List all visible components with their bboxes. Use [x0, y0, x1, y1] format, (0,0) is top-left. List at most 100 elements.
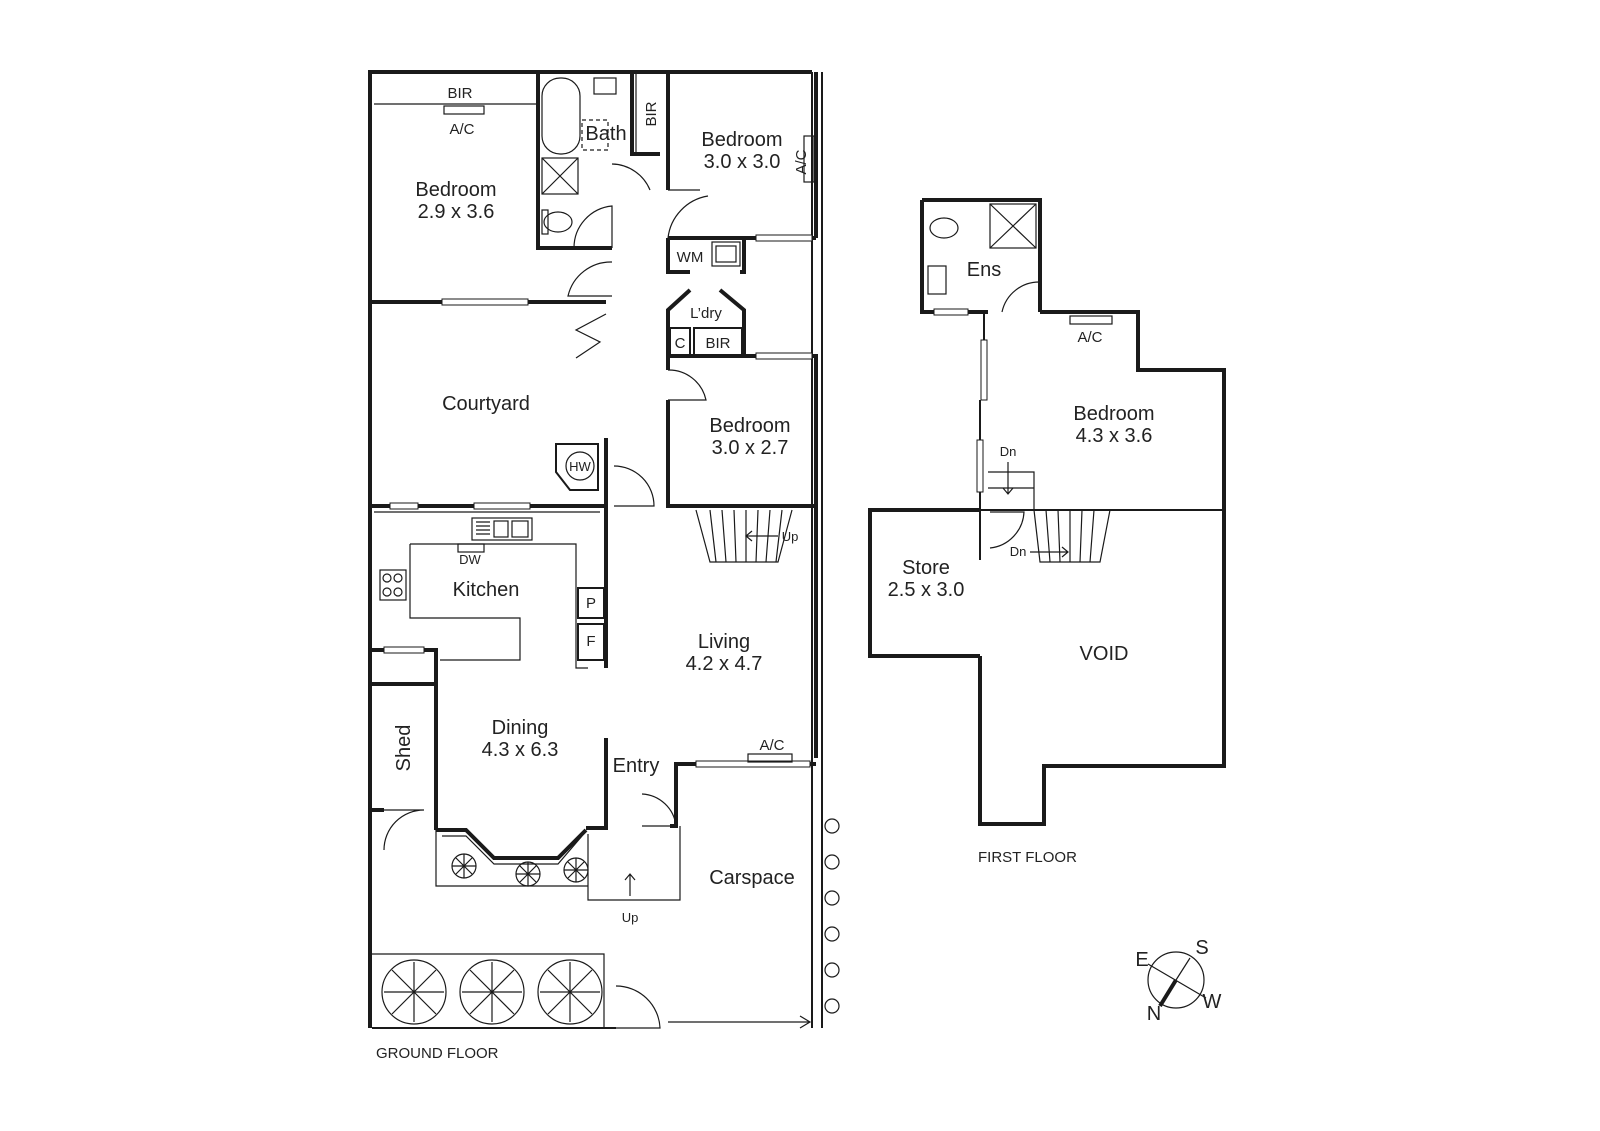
door-bed3 — [667, 369, 707, 401]
room-name-living: Living — [698, 631, 750, 653]
room-name-dining: Dining — [492, 717, 549, 739]
kitchen-sink — [471, 517, 533, 541]
room-name-bedroom2: Bedroom — [701, 129, 782, 151]
entry-up-arrow — [624, 873, 636, 896]
ensuite-basin — [927, 265, 947, 295]
ensuite-shower-cross — [989, 203, 1037, 249]
stairs-down — [1033, 509, 1111, 563]
planter-bed — [435, 830, 588, 887]
ensuite-shower — [989, 203, 1037, 249]
shed-walls — [370, 682, 436, 812]
stairs-landing — [988, 471, 1035, 510]
stairs-up-arrow — [745, 530, 778, 542]
bir-label-bed2: BIR — [643, 101, 660, 126]
room-name-ensuite: Ens — [967, 259, 1001, 281]
dining-right-wall — [586, 738, 608, 830]
compass: E S W N — [1135, 937, 1221, 1025]
planter-front — [372, 953, 605, 1028]
cupboard-c — [669, 327, 691, 357]
ac-label-bed1: A/C — [449, 121, 474, 138]
door-bath-hall — [611, 163, 651, 191]
ac-unit-bed2 — [803, 135, 815, 183]
bay-window-glass — [442, 835, 583, 865]
hw-label: HW — [569, 459, 591, 474]
ac-label-ff: A/C — [1077, 329, 1102, 346]
compass-north-needle — [1158, 978, 1178, 1008]
entry-landing — [587, 826, 681, 901]
bathtub — [541, 77, 581, 155]
c-label: C — [675, 335, 686, 352]
kitchen-sink-bowl2 — [511, 520, 529, 538]
toilet-cistern — [541, 209, 549, 235]
bir-label-bed1: BIR — [447, 85, 472, 102]
window-bedroom-ff-2 — [976, 439, 984, 493]
burner-1 — [382, 573, 392, 583]
door-living — [613, 465, 655, 507]
stairs-down-top-arrow — [1002, 462, 1014, 495]
ac-unit-bed1 — [443, 105, 485, 115]
door-stairs — [989, 511, 1025, 549]
bath-vanity — [593, 77, 617, 95]
room-size-living: 4.2 x 4.7 — [686, 653, 763, 675]
bay-window — [436, 828, 588, 860]
room-name-carspace: Carspace — [709, 867, 795, 889]
kitchen-sink-bowl1 — [493, 520, 509, 538]
burner-3 — [382, 587, 392, 597]
compass-e: E — [1135, 949, 1148, 971]
first-floor-caption: FIRST FLOOR — [978, 849, 1077, 866]
room-name-bath: Bath — [585, 123, 626, 145]
room-name-bedroom1: Bedroom — [415, 179, 496, 201]
hw-enclosure — [555, 443, 599, 491]
bedroom-walls — [978, 310, 1226, 826]
burner-2 — [393, 573, 403, 583]
ground-floor: BIR A/C Bedroom 2.9 x 3.6 Bath BIR Bedro… — [368, 70, 840, 1062]
toilet-bath — [543, 211, 573, 233]
window-kitchen-1 — [389, 502, 419, 510]
door-entry — [641, 793, 677, 827]
window-bed2 — [755, 234, 813, 242]
shower-base — [541, 157, 579, 195]
kitchen-bench — [374, 511, 600, 669]
kitchen-left-wall — [368, 506, 438, 830]
dn-stairs-label: Dn — [1010, 544, 1027, 559]
ac-label-bed2: A/C — [793, 149, 810, 174]
room-size-dining: 4.3 x 6.3 — [482, 739, 559, 761]
door-bath — [573, 205, 613, 249]
bir-box-bed3 — [693, 327, 743, 357]
window-ensuite — [933, 308, 969, 316]
window-bed3 — [755, 352, 813, 360]
dw-label: DW — [459, 552, 481, 567]
room-size-bedroom2: 3.0 x 3.0 — [704, 151, 781, 173]
room-size-bedroom-ff: 4.3 x 3.6 — [1076, 425, 1153, 447]
outer-wall-top — [368, 70, 812, 1028]
room-size-bedroom3: 3.0 x 2.7 — [712, 437, 789, 459]
bir-label-bed3: BIR — [705, 335, 730, 352]
room-name-void: VOID — [1080, 643, 1129, 665]
fridge-label: F — [586, 633, 595, 650]
room-name-bedroom3: Bedroom — [709, 415, 790, 437]
window-kitchen-3 — [383, 646, 425, 654]
stairs-down-arrow — [1030, 546, 1069, 558]
ac-unit-ff — [1069, 315, 1113, 325]
window-bedroom-ff-1 — [980, 339, 988, 401]
room-name-shed: Shed — [393, 725, 415, 772]
bath-right-wall — [630, 72, 660, 156]
bedroom-left-wall — [979, 312, 985, 560]
ac-unit-living — [747, 753, 793, 763]
stairs-up-label: Up — [782, 529, 799, 544]
toilet-ensuite — [929, 217, 959, 239]
window-bed1 — [441, 298, 529, 306]
door-shed — [383, 809, 425, 851]
ac-label-living: A/C — [759, 737, 784, 754]
window-living — [695, 760, 811, 768]
door-bed1 — [567, 261, 613, 297]
cooktop — [379, 569, 407, 601]
compass-w: W — [1203, 991, 1222, 1013]
hw-tank — [565, 451, 595, 481]
ground-floor-caption: GROUND FLOOR — [376, 1045, 499, 1062]
room-name-kitchen: Kitchen — [453, 579, 520, 601]
compass-s: S — [1195, 937, 1208, 959]
first-floor: Ens A/C Bedroom 4.3 x 3.6 Dn Dn Store 2.… — [868, 198, 1226, 866]
bath-walls — [536, 72, 612, 250]
